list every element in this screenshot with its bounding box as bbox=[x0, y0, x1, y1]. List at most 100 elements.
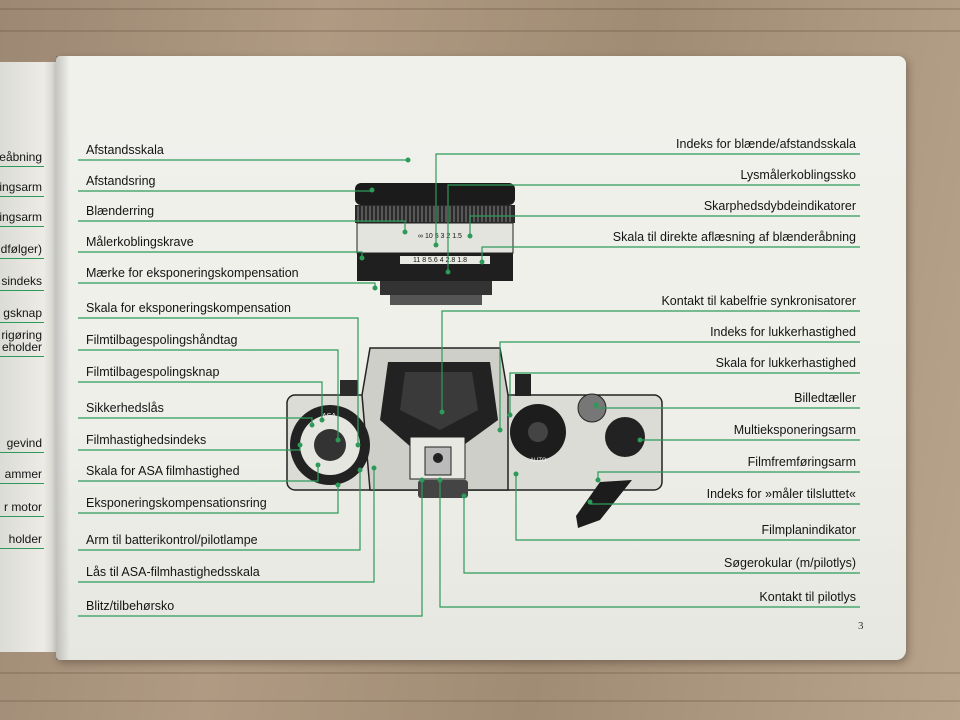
leader-line bbox=[469, 215, 860, 236]
leader-endpoint bbox=[335, 437, 341, 443]
aperture-scale-text: 11 8 5.6 4 2.8 1.8 bbox=[413, 257, 467, 264]
leader-endpoint bbox=[369, 187, 375, 193]
leader-endpoint bbox=[355, 442, 361, 448]
leader-line bbox=[441, 310, 860, 412]
leader-endpoint bbox=[461, 493, 467, 499]
leader-endpoint bbox=[587, 499, 593, 505]
leader-endpoint bbox=[593, 402, 599, 408]
leader-line bbox=[515, 474, 860, 541]
leader-lines bbox=[78, 153, 860, 617]
leader-line bbox=[78, 381, 323, 420]
leader-line bbox=[78, 190, 373, 192]
shutter-auto-label: AUTO bbox=[530, 458, 547, 464]
leader-endpoint bbox=[439, 409, 445, 415]
previous-page-label: dfølger) bbox=[0, 242, 42, 256]
callout-label-right: Skala til direkte aflæsning af blænderåb… bbox=[612, 230, 856, 244]
callout-label-right: Søgerokular (m/pilotlys) bbox=[724, 556, 856, 570]
previous-page-rule bbox=[0, 548, 44, 549]
callout-label-left: Skala for ASA filmhastighed bbox=[86, 464, 240, 478]
leader-endpoint bbox=[335, 482, 341, 488]
callout-label-right: Skala for lukkerhastighed bbox=[715, 356, 856, 370]
previous-page-rule bbox=[0, 290, 44, 291]
previous-page-rule bbox=[0, 226, 44, 227]
callout-label-left: Lås til ASA-filmhastighedsskala bbox=[86, 565, 260, 579]
leader-endpoint bbox=[513, 471, 519, 477]
leader-line bbox=[499, 341, 860, 430]
leader-line bbox=[78, 465, 319, 482]
callout-label-left: Målerkoblingskrave bbox=[86, 235, 194, 249]
leader-endpoint bbox=[402, 229, 408, 235]
leader-endpoint bbox=[445, 269, 451, 275]
previous-page-rule bbox=[0, 322, 44, 323]
leader-endpoint bbox=[419, 477, 425, 483]
callout-label-right: Filmplanindikator bbox=[761, 523, 856, 537]
leader-endpoint bbox=[507, 412, 513, 418]
callout-label-right: Billedtæller bbox=[794, 391, 856, 405]
leader-line bbox=[78, 470, 361, 551]
callout-label-right: Kontakt til pilotlys bbox=[759, 590, 856, 604]
leader-line bbox=[439, 480, 860, 608]
callout-label-right: Lysmålerkoblingssko bbox=[740, 168, 856, 182]
asa-dial-label: ASA bbox=[322, 413, 336, 420]
previous-page-rule bbox=[0, 258, 44, 259]
leader-line bbox=[463, 496, 860, 574]
leader-endpoint bbox=[315, 462, 321, 468]
callout-label-right: Filmfremføringsarm bbox=[747, 455, 856, 469]
leader-endpoint bbox=[309, 422, 315, 428]
leader-line bbox=[78, 349, 339, 440]
leader-line bbox=[78, 282, 376, 288]
leader-line bbox=[589, 502, 860, 505]
leader-endpoint bbox=[595, 477, 601, 483]
callout-label-left: Skala for eksponeringskompensation bbox=[86, 301, 291, 315]
leader-line bbox=[78, 317, 359, 445]
page-number: 3 bbox=[858, 620, 864, 632]
previous-page-rule bbox=[0, 483, 44, 484]
callout-label-left: Arm til batterikontrol/pilotlampe bbox=[86, 533, 258, 547]
leader-endpoint bbox=[357, 467, 363, 473]
callout-label-right: Multieksponeringsarm bbox=[733, 423, 856, 437]
callout-label-left: Filmtilbagespolingsknap bbox=[86, 365, 220, 379]
callout-label-left: Afstandsring bbox=[86, 174, 156, 188]
previous-page-rule bbox=[0, 356, 44, 357]
leader-endpoint bbox=[497, 427, 503, 433]
page-gutter-shadow bbox=[56, 56, 70, 660]
leader-endpoint bbox=[297, 442, 303, 448]
callout-label-left: Sikkerhedslås bbox=[86, 401, 164, 415]
leader-endpoint bbox=[637, 437, 643, 443]
callout-label-left: Filmtilbagespolingshåndtag bbox=[86, 333, 238, 347]
previous-page-rule bbox=[0, 166, 44, 167]
previous-page-label: rigøring bbox=[1, 328, 42, 342]
leader-line bbox=[78, 417, 313, 425]
leader-line bbox=[78, 468, 375, 583]
previous-page-rule bbox=[0, 196, 44, 197]
previous-page-label: r motor bbox=[3, 500, 42, 514]
camera-body-drawing: ASA AUTO bbox=[286, 347, 663, 528]
previous-page-label: holder bbox=[8, 532, 42, 546]
leader-endpoint bbox=[359, 255, 365, 261]
leader-endpoint bbox=[479, 259, 485, 265]
leader-endpoint bbox=[372, 285, 378, 291]
leader-line bbox=[78, 251, 363, 258]
leader-endpoint bbox=[371, 465, 377, 471]
distance-scale-text: ∞ 10 5 3 2 1.5 bbox=[418, 233, 462, 240]
callout-label-left: Blænderring bbox=[86, 204, 155, 218]
leader-endpoint bbox=[433, 242, 439, 248]
previous-page-rule bbox=[0, 452, 44, 453]
callout-label-right: Skarphedsdybdeindikatorer bbox=[703, 199, 856, 213]
previous-page-label: ammer bbox=[4, 467, 42, 481]
lens-drawing: ∞ 10 5 3 2 1.5 11 8 5.6 4 2.8 1.8 bbox=[355, 183, 515, 305]
leader-endpoint bbox=[319, 417, 325, 423]
previous-page-label: eholder bbox=[1, 340, 42, 354]
previous-page-label: gevind bbox=[6, 436, 42, 450]
previous-page-label: ingsarm bbox=[0, 210, 42, 224]
callout-label-right: Indeks for lukkerhastighed bbox=[710, 325, 856, 339]
leader-line bbox=[597, 471, 860, 480]
callout-label-right: Indeks for blænde/afstandsskala bbox=[676, 137, 856, 151]
callout-label-left: Filmhastighedsindeks bbox=[86, 433, 207, 447]
callout-label-left: Mærke for eksponeringskompensation bbox=[86, 266, 299, 280]
leader-line bbox=[509, 372, 860, 415]
leader-endpoint bbox=[405, 157, 411, 163]
leader-endpoint bbox=[467, 233, 473, 239]
